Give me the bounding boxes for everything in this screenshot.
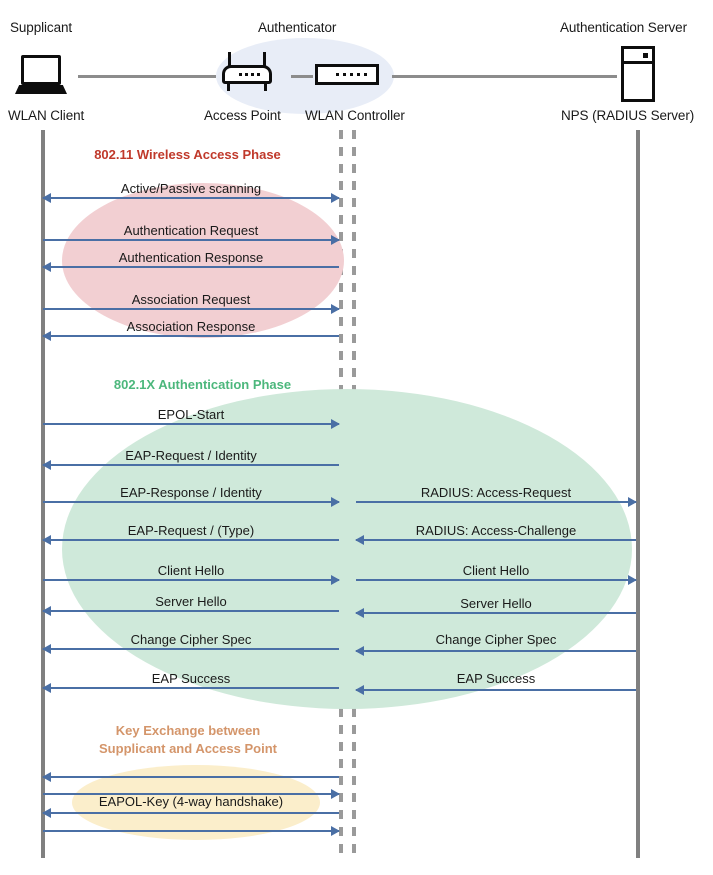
message-arrow [43, 789, 340, 799]
phase-title-8021x: 802.1X Authentication Phase [113, 377, 292, 392]
message-label: EAP Success [456, 671, 536, 686]
message-arrow [42, 644, 339, 654]
actor-device-label-wlan-controller: WLAN Controller [305, 108, 405, 123]
message-arrow [356, 497, 637, 507]
message-arrow [42, 331, 339, 341]
message-arrow [42, 193, 340, 203]
message-label: Authentication Request [123, 223, 259, 238]
message-arrow [355, 646, 636, 656]
message-label: RADIUS: Access-Request [420, 485, 572, 500]
message-arrow [355, 685, 636, 695]
message-arrow [42, 262, 339, 272]
actor-role-label-authenticator: Authenticator [258, 20, 337, 35]
phase-ellipse-80211 [62, 183, 344, 338]
message-label: Server Hello [155, 594, 227, 609]
link-controller-to-server [392, 75, 617, 78]
lifeline-supplicant [41, 130, 45, 858]
message-label: Change Cipher Spec [435, 632, 557, 647]
wlan-controller-leds [336, 73, 367, 76]
access-point-leds [239, 73, 260, 76]
actor-device-label-nps: NPS (RADIUS Server) [561, 108, 695, 123]
lifeline-auth-server [636, 130, 640, 858]
message-arrow [355, 535, 636, 545]
message-arrow [42, 808, 339, 818]
message-arrow [42, 460, 339, 470]
actor-device-label-access-point: Access Point [204, 108, 281, 123]
message-arrow [355, 608, 636, 618]
message-label: RADIUS: Access-Challenge [415, 523, 577, 538]
message-label: Client Hello [157, 563, 225, 578]
server-icon [621, 46, 655, 102]
message-label: Active/Passive scanning [120, 181, 262, 196]
message-label: EAP-Response / Identity [120, 485, 262, 500]
actor-role-label-supplicant: Supplicant [10, 20, 73, 35]
phase-title-80211: 802.11 Wireless Access Phase [94, 147, 281, 162]
phase-title-key-exchange: Key Exchange between Supplicant and Acce… [99, 723, 277, 756]
message-arrow [42, 606, 339, 616]
message-label: Server Hello [460, 596, 532, 611]
server-led-icon [643, 53, 648, 58]
message-label: Client Hello [462, 563, 530, 578]
message-arrow [42, 772, 339, 782]
message-label: Association Request [131, 292, 251, 307]
message-arrow [43, 235, 340, 245]
message-label: Change Cipher Spec [130, 632, 252, 647]
actor-role-label-auth-server: Authentication Server [560, 20, 687, 35]
message-label: EAP-Request / Identity [125, 448, 257, 463]
access-point-icon [222, 52, 272, 92]
message-arrow [356, 575, 637, 585]
link-ap-to-controller [291, 75, 313, 78]
message-arrow [43, 304, 340, 314]
message-arrow [43, 419, 340, 429]
message-label: EAPOL-Key (4-way handshake) [98, 794, 284, 809]
message-label: Association Response [126, 319, 256, 334]
message-arrow [42, 535, 339, 545]
message-label: EAP-Request / (Type) [127, 523, 255, 538]
wlan-controller-icon [315, 64, 379, 85]
message-label: EPOL-Start [157, 407, 225, 422]
message-label: Authentication Response [118, 250, 264, 265]
message-arrow [43, 826, 340, 836]
message-arrow [42, 683, 339, 693]
message-arrow [43, 497, 340, 507]
actor-device-label-wlan-client: WLAN Client [8, 108, 85, 123]
message-label: EAP Success [151, 671, 231, 686]
link-client-to-ap [78, 75, 216, 78]
phase-ellipse-8021x [62, 389, 632, 709]
message-arrow [43, 575, 340, 585]
laptop-icon [15, 55, 67, 94]
